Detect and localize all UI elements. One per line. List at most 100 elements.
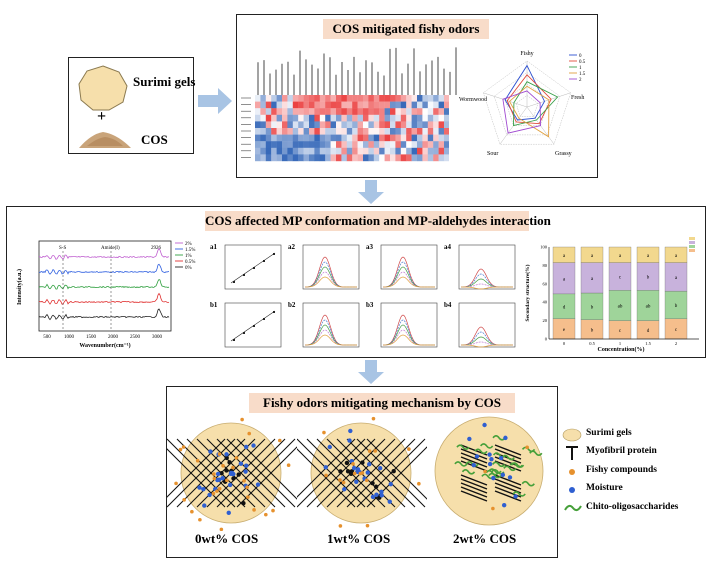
heatmap-cell [319, 121, 326, 129]
moisture-dot [342, 487, 347, 492]
protein-node [391, 469, 396, 474]
myofibril-strand [460, 486, 488, 498]
protein-node [370, 481, 375, 486]
moisture-dot [216, 477, 222, 482]
ftir-series-line [38, 308, 170, 321]
myofibril-strand [216, 438, 286, 508]
heatmap-cell [346, 95, 353, 102]
cos-powder-icon [79, 132, 131, 148]
heatmap-cell [298, 108, 304, 115]
moisture-dot [251, 443, 256, 448]
fluorescence-curve [305, 271, 357, 288]
sec-bar-letter: b [675, 304, 678, 309]
radar-grid-ring [493, 72, 561, 136]
moisture-dot [378, 466, 383, 471]
heatmap-cell [417, 154, 423, 162]
heatmap-cell [330, 95, 337, 102]
heatmap-cell [341, 101, 347, 109]
heatmap-cell [427, 95, 434, 102]
heatmap-cell [427, 154, 434, 162]
heatmap-cell [379, 128, 385, 135]
heatmap-cell [271, 101, 277, 109]
fluorescence-curve [383, 329, 435, 346]
heatmap-cell [352, 108, 358, 115]
cos-strand [521, 480, 535, 487]
heatmap-cell [400, 134, 407, 142]
heatmap-cell [357, 114, 364, 122]
heatmap-cell [411, 154, 418, 162]
heatmap-cell [444, 95, 449, 102]
heatmap-cell [390, 108, 396, 115]
radar-grid-ring [483, 60, 571, 145]
radar-legend-label: 0 [579, 54, 582, 59]
heatmap-cell [363, 114, 369, 122]
heatmap-cell [319, 95, 326, 102]
sec-ytick: 0 [545, 337, 548, 342]
heatmap-cell [276, 121, 283, 129]
heatmap-cell [373, 154, 380, 162]
heatmap-cell [368, 95, 374, 102]
heatmap-cell [422, 108, 428, 115]
heatmap-cell [319, 134, 326, 142]
heatmap-cell [309, 95, 315, 102]
heatmap-cell [319, 154, 326, 162]
heatmap-cell [390, 134, 396, 142]
heatmap-cell [384, 108, 391, 115]
heatmap-cell [260, 154, 266, 162]
heatmap-cell [357, 154, 364, 162]
heatmap-cell [265, 101, 272, 109]
heatmap-cell [336, 121, 342, 129]
heatmap-cell [341, 121, 347, 129]
heatmap-cell [292, 101, 299, 109]
fluorescence-curve [461, 326, 513, 346]
heatmap-cell [433, 95, 439, 102]
heatmap-cell [427, 128, 434, 135]
sec-bar-segment [664, 246, 688, 263]
sec-bar-letter: b [591, 305, 594, 310]
heatmap-cell [319, 101, 326, 109]
fishy-compound-dot [198, 517, 202, 522]
myofibril-strand [297, 438, 356, 498]
heatmap-cell [357, 147, 364, 155]
heatmap-cell [438, 134, 445, 142]
sec-bar-segment [552, 246, 576, 263]
caption-1wt: 1wt% COS [327, 531, 391, 546]
heatmap-cell [314, 128, 320, 135]
heatmap-cell [400, 95, 407, 102]
heatmap-cell [433, 114, 439, 122]
heatmap-cell [325, 147, 331, 155]
heatmap-cell [319, 147, 326, 155]
fishy-compound-dot [286, 463, 291, 467]
heatmap-cell [287, 95, 293, 102]
fishy-compound-dot [217, 452, 222, 456]
heatmap-cell [271, 134, 277, 142]
heatmap-cell [282, 147, 288, 155]
moisture-dot [379, 493, 384, 498]
myofibril-strand [494, 490, 522, 502]
fluorescence-frame [380, 244, 438, 290]
heatmap-cell [417, 147, 423, 155]
heatmap-cell [303, 154, 310, 162]
heatmap-cell [319, 114, 326, 122]
heatmap-cell [265, 154, 272, 162]
moisture-dot [365, 470, 370, 475]
top-banner: COS mitigated fishy odors [323, 19, 489, 39]
heatmap-cell [417, 141, 423, 148]
heatmap-cell [444, 108, 449, 115]
heatmap-cell [346, 121, 353, 129]
heatmap-cell [357, 134, 364, 142]
heatmap-cell [438, 101, 445, 109]
radar-axis-fresh: Fresh [571, 95, 584, 101]
heatmap-cell [341, 141, 347, 148]
cos-strand [454, 461, 468, 467]
heatmap-cell [314, 154, 320, 162]
radar-axis-grassy: Grassy [555, 151, 572, 157]
heatmap-cell [282, 121, 288, 129]
ftir-ylabel: Intensity(a.u.) [16, 269, 23, 305]
heatmap-cell [298, 141, 304, 148]
heatmap-cell [276, 128, 283, 135]
fishy-compound-dot [364, 478, 369, 483]
heatmap-cell [336, 154, 342, 162]
heatmap-cell [265, 95, 272, 102]
